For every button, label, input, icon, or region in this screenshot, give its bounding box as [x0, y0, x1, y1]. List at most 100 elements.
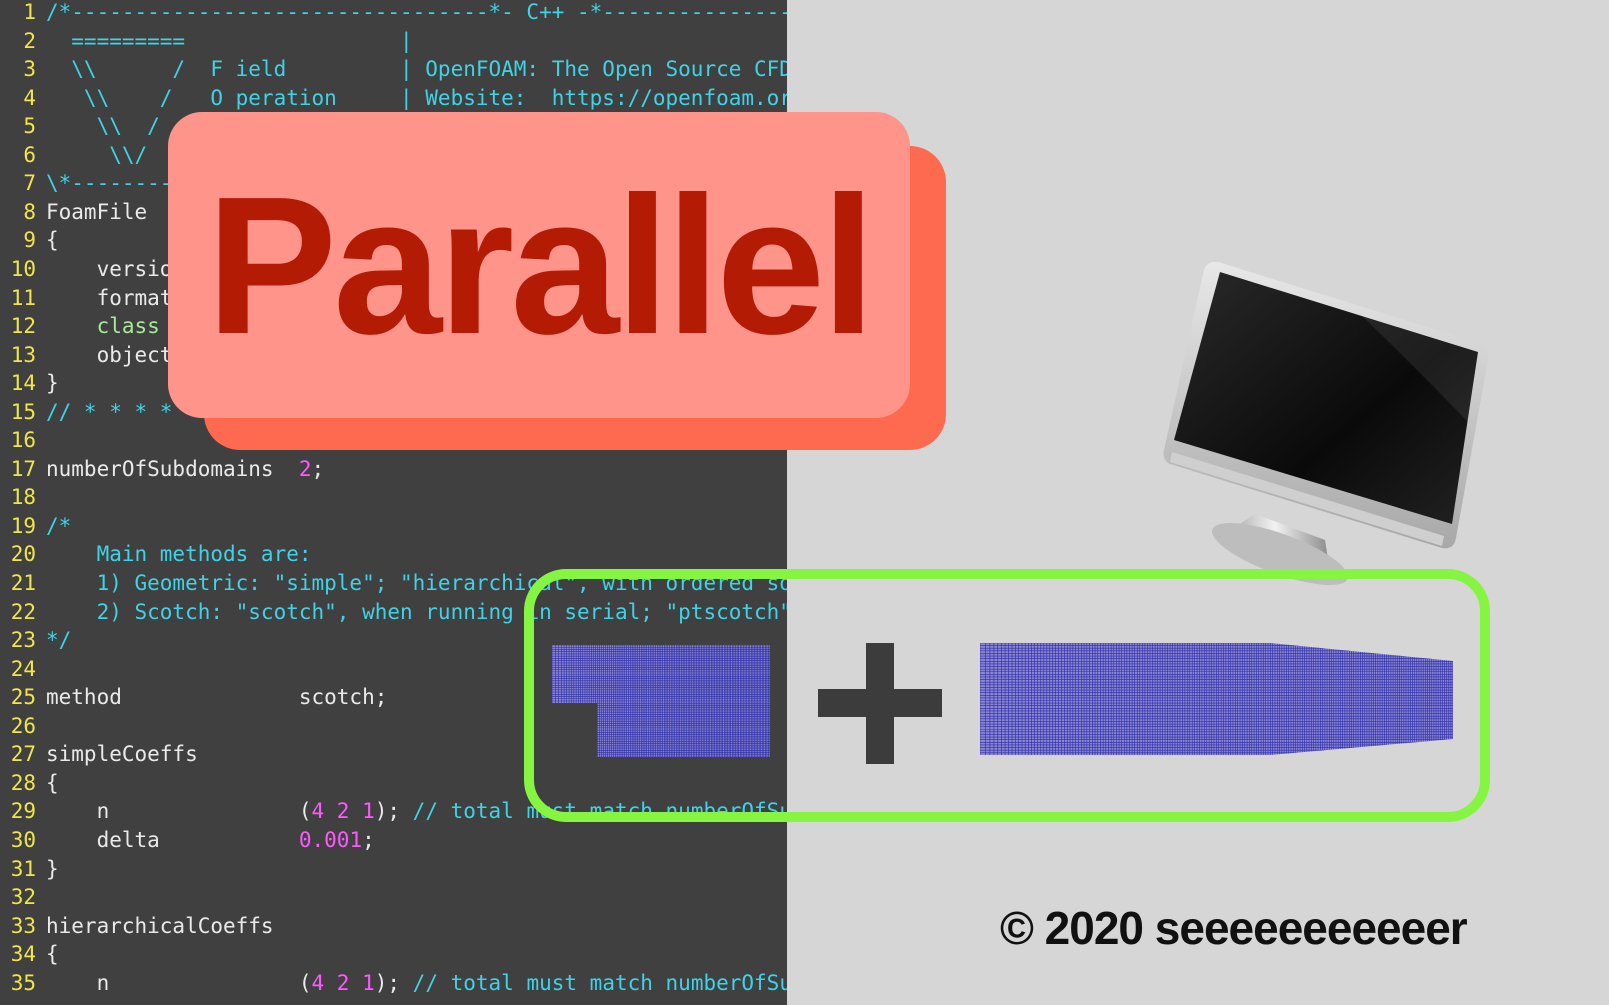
code-token: } [46, 856, 59, 881]
line-number: 9 [23, 228, 36, 253]
code-text: simpleCoeffs [36, 740, 198, 769]
code-token: 2 [298, 456, 312, 481]
line-number: 10 [10, 256, 36, 281]
code-token: 4 2 1 [311, 970, 375, 995]
code-token: ========= | [46, 28, 413, 53]
code-text: /*---------------------------------*- C+… [36, 0, 787, 27]
code-token: ; [311, 456, 325, 481]
line-number: 20 [10, 542, 36, 567]
code-line: 20 Main methods are: [0, 540, 312, 569]
code-token: } [46, 371, 59, 396]
code-token: ); [374, 970, 413, 995]
code-text: \\ / F ield | OpenFOAM: The Open Source … [36, 55, 787, 84]
code-text: numberOfSubdomains 2; [36, 455, 324, 484]
line-number: 17 [10, 456, 36, 481]
line-number: 13 [10, 342, 36, 367]
code-token: class [46, 314, 160, 339]
code-token: FoamFile [46, 199, 148, 224]
code-token: { [46, 942, 59, 967]
code-text: delta 0.001; [36, 826, 375, 855]
line-number: 18 [10, 485, 36, 510]
line-number: 19 [10, 513, 36, 538]
code-line: 24 [0, 655, 46, 684]
code-text: 2) Scotch: "scotch", when running in ser… [36, 598, 787, 627]
code-text: Main methods are: [36, 540, 312, 569]
line-number: 24 [10, 656, 36, 681]
line-number: 5 [23, 114, 36, 139]
code-line: 14} [0, 369, 59, 398]
plus-icon [818, 643, 942, 764]
code-line: 26 [0, 712, 46, 741]
imac-monitor-icon [1163, 262, 1489, 585]
mesh-large [980, 643, 1453, 755]
code-text: \\ / O peration | Website: https://openf… [36, 84, 787, 113]
code-token: \\ / O peration | Website: https://openf… [46, 85, 787, 110]
code-token: n ( [46, 799, 312, 824]
line-number: 28 [10, 770, 36, 795]
line-number: 26 [10, 713, 36, 738]
code-token: simpleCoeffs [46, 742, 198, 767]
code-line: 28 { [0, 769, 59, 798]
code-token: { [46, 770, 59, 795]
mesh-small [552, 645, 770, 757]
copyright-text: © 2020 seeeeeeeeeeer [1000, 902, 1468, 954]
line-number: 25 [10, 685, 36, 710]
code-line: 2 ========= | [0, 27, 413, 56]
code-text: { [36, 226, 59, 255]
code-token: /*---------------------------------*- C+… [46, 0, 787, 24]
green-frame [524, 569, 1490, 822]
code-text: FoamFile [36, 198, 147, 227]
line-number: 16 [10, 428, 36, 453]
line-number: 23 [10, 628, 36, 653]
code-line: 30 delta 0.001; [0, 826, 375, 855]
code-line: 35 n (4 2 1); // total must match number… [0, 969, 787, 998]
line-number: 8 [23, 199, 36, 224]
code-line: 34 { [0, 940, 59, 969]
code-text: ========= | [36, 27, 413, 56]
code-text: /* [36, 512, 71, 541]
code-token: \\ / F ield | OpenFOAM: The Open Source … [71, 57, 787, 82]
code-line: 27 simpleCoeffs [0, 740, 198, 769]
line-number: 14 [10, 371, 36, 396]
line-number: 7 [23, 171, 36, 196]
code-line: 23*/ [0, 626, 72, 655]
code-token: numberOfSubdomains [46, 456, 299, 481]
code-token: ); [374, 799, 413, 824]
code-line: 1/*---------------------------------*- C… [0, 0, 787, 27]
line-number: 6 [23, 142, 36, 167]
title-text: Parallel [206, 155, 875, 375]
code-text: */ [36, 626, 71, 655]
code-text: { [36, 940, 59, 969]
code-token: Main methods are: [46, 542, 312, 567]
line-number: 12 [10, 314, 36, 339]
code-token: ; [362, 827, 375, 852]
code-line: 31} [0, 855, 59, 884]
code-line: 16 [0, 426, 46, 455]
code-token: /* [46, 513, 72, 538]
code-line: 18 [0, 483, 46, 512]
code-token: { [46, 228, 59, 253]
code-token: 2) Scotch: "scotch", when running in ser… [96, 599, 787, 624]
code-text: { [36, 769, 59, 798]
code-token: // total must match numberOfSubdomains [412, 970, 787, 995]
code-token: delta [46, 827, 299, 852]
code-text: } [36, 369, 59, 398]
code-text: n (4 2 1); // total must match numberOfS… [36, 969, 787, 998]
code-line: 32 [0, 883, 46, 912]
line-number: 31 [10, 856, 36, 881]
line-number: 2 [23, 28, 36, 53]
line-number: 27 [10, 742, 36, 767]
code-token: 0.001 [298, 827, 363, 852]
title-card [168, 112, 910, 418]
code-token: n ( [46, 970, 312, 995]
line-number: 11 [10, 285, 36, 310]
code-line: 19 /* [0, 512, 72, 541]
code-text: hierarchicalCoeffs [36, 912, 274, 941]
line-number: 34 [10, 942, 36, 967]
code-line: 3 \\ / F ield | OpenFOAM: The Open Sourc… [0, 55, 787, 84]
code-token: method scotch; [46, 685, 388, 710]
code-text: } [36, 855, 59, 884]
code-token: 4 2 1 [311, 799, 375, 824]
